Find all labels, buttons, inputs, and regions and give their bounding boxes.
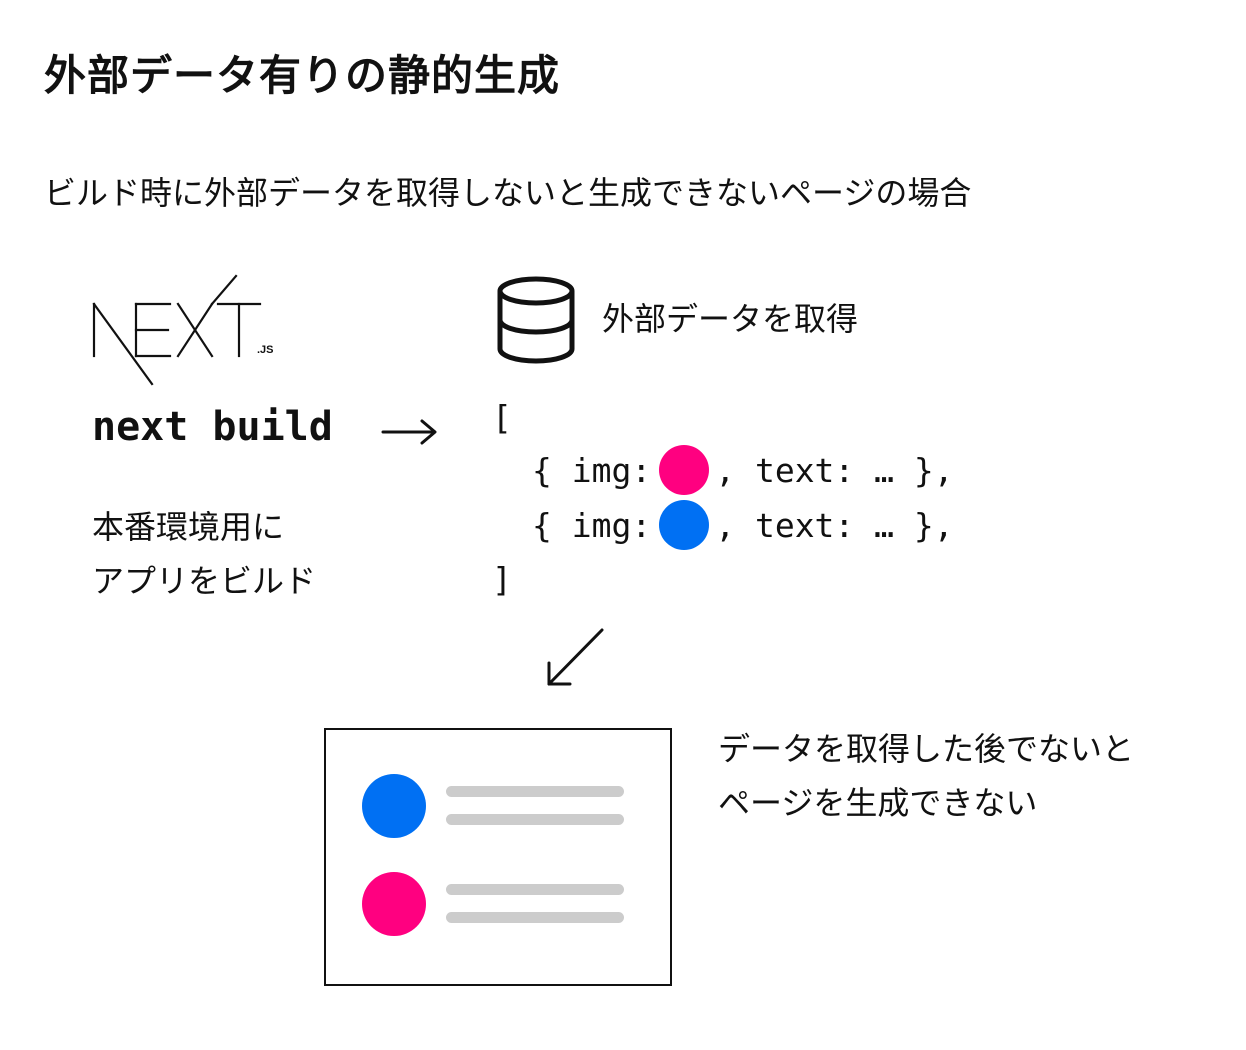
- page-description-line: データを取得した後でないと: [718, 730, 1135, 768]
- image-dot: [659, 445, 710, 495]
- mock-text-line: [446, 912, 624, 923]
- build-description-line: アプリをビルド: [92, 562, 317, 600]
- code-row-prefix: { img:: [532, 450, 652, 490]
- code-close-bracket: ]: [492, 560, 512, 599]
- nextjs-logo: .JS: [92, 274, 274, 386]
- database-icon: [497, 276, 575, 364]
- arrow-down-left-icon: [547, 628, 604, 686]
- mock-text-line: [446, 884, 624, 895]
- code-row-suffix: , text: … },: [715, 450, 954, 490]
- build-command: next build: [92, 404, 333, 450]
- code-row-suffix: , text: … },: [715, 505, 954, 545]
- code-open-bracket: [: [492, 398, 512, 437]
- mock-text-line: [446, 786, 624, 797]
- mock-text-line: [446, 814, 624, 825]
- nextjs-logo-suffix: .JS: [257, 344, 274, 356]
- image-dot: [659, 500, 710, 550]
- page-title: 外部データ有りの静的生成: [44, 51, 561, 100]
- build-description-line: 本番環境用に: [92, 508, 285, 546]
- mock-list-item: [362, 872, 632, 938]
- mock-avatar: [362, 872, 426, 936]
- data-source-label: 外部データを取得: [602, 300, 859, 338]
- arrow-right-icon: [381, 419, 437, 445]
- generated-page-mockup: [324, 728, 672, 986]
- page-description-line: ページを生成できない: [718, 784, 1038, 822]
- code-row: { img: , text: … },: [532, 445, 954, 495]
- build-description: 本番環境用に アプリをビルド: [92, 500, 316, 608]
- page-description: データを取得した後でないと ページを生成できない: [718, 722, 1134, 830]
- mock-avatar: [362, 774, 426, 838]
- code-row-prefix: { img:: [532, 505, 652, 545]
- mock-list-item: [362, 774, 632, 840]
- code-row: { img: , text: … },: [532, 500, 954, 550]
- page-subtitle: ビルド時に外部データを取得しないと生成できないページの場合: [44, 174, 972, 212]
